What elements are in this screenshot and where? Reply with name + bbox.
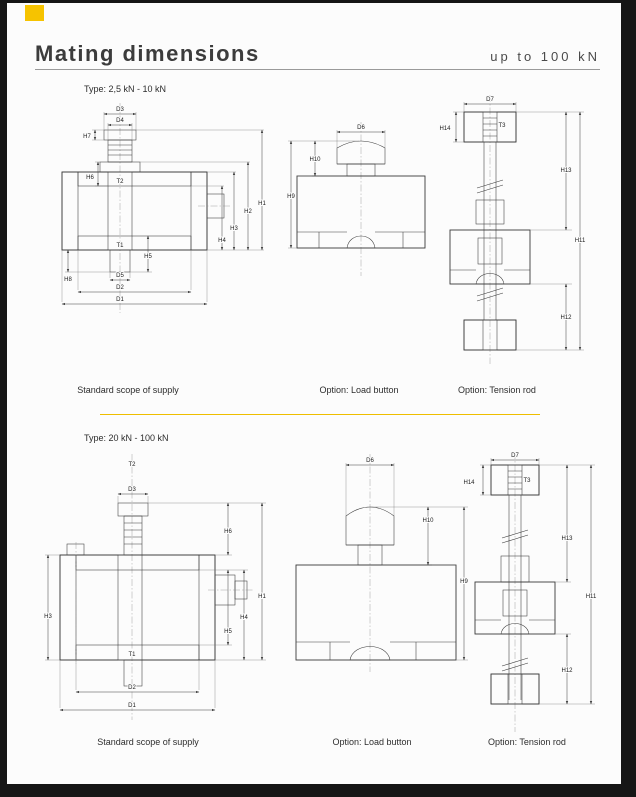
dim-label-D7: D7	[511, 453, 519, 459]
caption-s1-standard: Standard scope of supply	[77, 385, 179, 395]
caption-s1-tension-rod: Option: Tension rod	[458, 385, 536, 395]
corner-accent	[25, 5, 44, 21]
load-cell-body	[59, 542, 254, 664]
dim-label-H7: H7	[83, 134, 91, 140]
dim-label-H10: H10	[422, 518, 434, 524]
dim-label-D3: D3	[128, 487, 136, 493]
top-nut	[490, 464, 540, 496]
figure-s2-standard-drawing: T2 D3 H6 H1 H4 H5 H3 T1 D2 D1	[43, 454, 267, 720]
dim-label-H9: H9	[287, 194, 295, 200]
dim-label-H13: H13	[560, 168, 572, 174]
dim-label-H1: H1	[258, 594, 266, 600]
dim-label-T1: T1	[128, 652, 136, 658]
caption-s1-load-button: Option: Load button	[319, 385, 399, 395]
load-cell-body	[61, 171, 232, 251]
dimensions: D6 H10 H9	[286, 124, 386, 249]
dim-label-H10: H10	[309, 157, 321, 163]
dim-label-T2: T2	[116, 179, 124, 185]
page-title: Mating dimensions	[35, 41, 260, 66]
dim-label-D2: D2	[116, 285, 124, 291]
upper-stud	[117, 502, 149, 556]
load-button	[336, 140, 386, 177]
dim-label-D7: D7	[486, 97, 494, 103]
dim-label-H1: H1	[258, 201, 266, 207]
dim-label-H3: H3	[44, 614, 52, 620]
dim-label-D1: D1	[116, 297, 124, 303]
dimensions: D3 D4 H7 H6 T2 T1 H5 H8 D5 D2	[61, 106, 267, 306]
dimensions: D7 T3 H14 H13 H12 H11	[438, 96, 587, 351]
caption-s2-standard: Standard scope of supply	[97, 737, 199, 747]
base-body	[296, 175, 426, 249]
section2-type-label: Type: 20 kN - 100 kN	[84, 433, 169, 443]
dim-label-H12: H12	[560, 315, 572, 321]
dim-label-T3: T3	[498, 123, 506, 129]
lower-stud	[123, 659, 143, 687]
section1-type-label: Type: 2,5 kN - 10 kN	[84, 84, 167, 94]
figure-s2-tension-rod-drawing: D7 T3 H14 H13 H12 H11	[462, 452, 598, 732]
section-divider	[100, 414, 540, 415]
dim-label-H4: H4	[240, 615, 248, 621]
load-cell-body	[474, 581, 556, 635]
dim-label-H11: H11	[586, 594, 597, 600]
dim-label-H8: H8	[64, 277, 72, 283]
page-subtitle: up to 100 kN	[490, 49, 600, 64]
dim-label-D1: D1	[128, 703, 136, 709]
dim-label-H6: H6	[86, 175, 94, 181]
figure-s1-tension-rod-drawing: D7 T3 H14 H13 H12 H11	[438, 95, 587, 364]
dim-label-H14: H14	[463, 480, 475, 486]
dimensions: T2 D3 H6 H1 H4 H5 H3 T1 D2 D1	[43, 461, 267, 712]
dim-label-H12: H12	[561, 668, 573, 674]
dim-label-D3: D3	[116, 107, 124, 113]
dim-label-D6: D6	[357, 125, 365, 131]
bottom-nut	[463, 319, 517, 351]
lower-stud	[109, 249, 131, 273]
dim-label-H5: H5	[144, 254, 152, 260]
load-cell-body	[449, 229, 531, 285]
dimensions: D7 T3 H14 H13 H12 H11	[462, 452, 598, 705]
dim-label-H3: H3	[230, 226, 238, 232]
dim-label-H2: H2	[244, 209, 252, 215]
dim-label-T2: T2	[128, 462, 136, 468]
dim-label-T1: T1	[116, 243, 124, 249]
dim-label-T3: T3	[523, 478, 531, 484]
figure-s2-load-button-drawing: D6 H10 H9	[295, 454, 469, 672]
header-rule	[35, 69, 600, 70]
caption-s2-load-button: Option: Load button	[332, 737, 412, 747]
dim-label-D5: D5	[116, 273, 124, 279]
dim-label-D6: D6	[366, 458, 374, 464]
figure-s1-standard-drawing: D3 D4 H7 H6 T2 T1 H5 H8 D5 D2	[61, 103, 267, 313]
top-nut	[463, 111, 517, 143]
figure-s1-load-button-drawing: D6 H10 H9	[286, 122, 426, 276]
dim-label-H4: H4	[218, 238, 226, 244]
dim-label-D2: D2	[128, 685, 136, 691]
tension-rod	[475, 142, 505, 320]
dim-label-H14: H14	[439, 126, 451, 132]
caption-s2-tension-rod: Option: Tension rod	[488, 737, 566, 747]
dim-label-H11: H11	[575, 238, 586, 244]
dim-label-H5: H5	[224, 629, 232, 635]
datasheet-page: Mating dimensions up to 100 kN Type: 2,5…	[7, 3, 621, 784]
dim-label-H6: H6	[224, 529, 232, 535]
dimensions: D6 H10 H9	[345, 457, 469, 661]
dim-label-H13: H13	[561, 536, 573, 542]
base-body	[295, 564, 457, 661]
dim-label-H9: H9	[460, 579, 468, 585]
bottom-nut	[490, 673, 540, 705]
dim-label-D4: D4	[116, 118, 124, 124]
